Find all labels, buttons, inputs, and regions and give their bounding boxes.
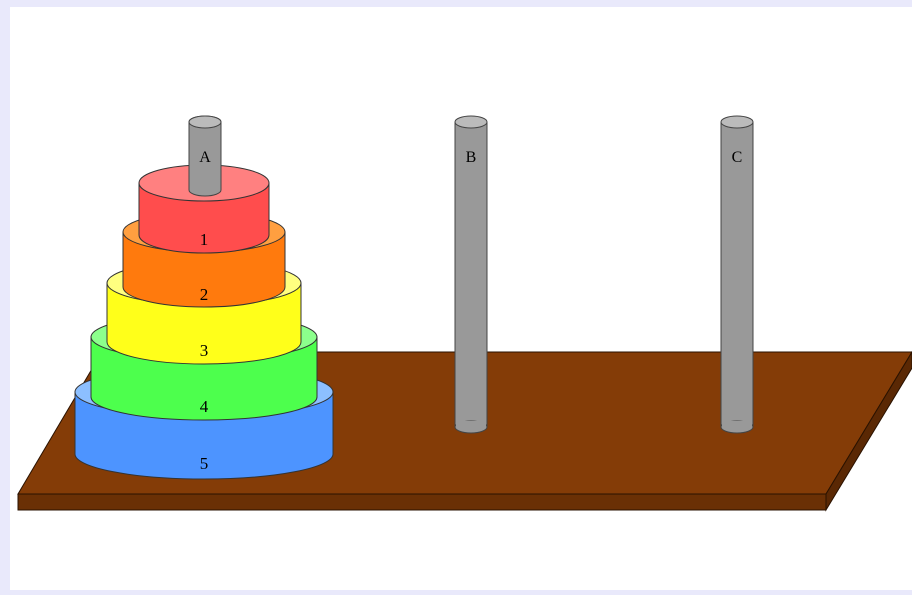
peg-a-upper: A [188,115,222,197]
game-canvas: B C 5 4 [10,7,912,590]
disk-number: 2 [200,285,209,304]
peg-c[interactable]: C [720,115,754,434]
peg-c-top [720,115,754,129]
peg-label: A [199,149,211,166]
disk-number: 5 [200,454,209,473]
peg-label: B [466,149,477,166]
peg-b[interactable]: B [454,115,488,434]
board-front-edge [17,493,827,511]
peg-b-shaft [454,121,488,428]
board-right-edge [825,351,912,512]
peg-label: C [732,149,743,166]
disk-number: 1 [200,230,209,249]
tower-of-hanoi-scene: B C 5 4 [17,115,912,512]
disk-stack: 5 4 3 2 [74,115,334,480]
peg-c-shaft [720,121,754,428]
peg-b-top [454,115,488,129]
disk-number: 4 [200,397,209,416]
disk-number: 3 [200,341,209,360]
